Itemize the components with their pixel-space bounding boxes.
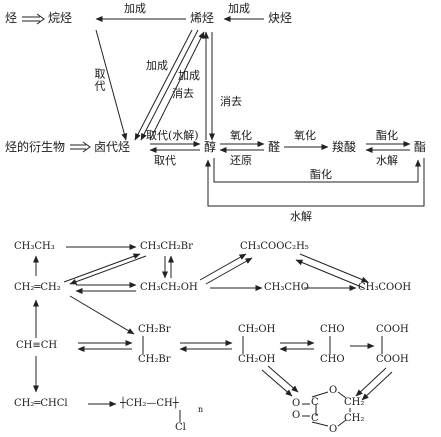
formula-oxalic-top: COOH — [376, 324, 409, 335]
formula-glycol-bottom: CH₂OH — [238, 354, 276, 365]
node-alkyne: 炔烃 — [268, 11, 293, 25]
label-elimination-diag: 消去 — [172, 87, 194, 100]
label-oxidation-aldehyde: 氧化 — [294, 129, 316, 142]
ring-ch2-top: CH₂ — [344, 397, 365, 408]
label-addition-diag-1: 加成 — [146, 59, 168, 72]
formula-ethyl-acetate: CH₃COOC₂H₅ — [240, 241, 309, 252]
formula-pvc-n: n — [198, 405, 204, 414]
formula-pvc-cl: Cl — [175, 422, 186, 433]
node-alkene: 烯烃 — [190, 11, 215, 25]
formula-ethylene: CH₂═CH₂ — [14, 282, 61, 293]
ring-c-top: C — [311, 397, 319, 408]
label-addition-alkyne-alkene: 加成 — [228, 2, 250, 15]
loop-ester-to-alcohol — [205, 158, 425, 207]
node-derivatives: 烃的衍生物 — [5, 140, 66, 154]
arrow-haloalkane-to-alkene — [149, 31, 205, 141]
label-reduction: 还原 — [230, 154, 252, 167]
formula-acetaldehyde: CH₃CHO — [264, 282, 309, 293]
node-acid: 羧酸 — [332, 140, 357, 154]
label-esterification-top: 酯化 — [376, 129, 398, 142]
arrow-ethanol-to-ester — [199, 253, 247, 281]
formula-oxalic-bottom: COOH — [376, 354, 409, 365]
arrow-alkane-to-haloalkane — [95, 29, 128, 141]
formula-vinyl-chloride: CH₂═CHCl — [14, 398, 68, 409]
label-substitution-hydrolysis: 取代(水解) — [146, 129, 199, 142]
node-alcohol: 醇 — [204, 140, 217, 154]
node-alkane: 烷烃 — [48, 11, 73, 25]
formula-dibromo-top: CH₂Br — [138, 324, 171, 335]
cyclic-ester-ring — [311, 391, 351, 427]
label-substitution-alkane: 取代 — [93, 68, 106, 92]
loop-alcohol-to-ester — [213, 158, 421, 183]
formula-glyoxal-bottom: CHO — [320, 354, 345, 365]
ring-c-bottom: C — [311, 413, 319, 424]
ring-ch2-bottom: CH₂ — [344, 413, 365, 424]
node-ester: 酯 — [414, 140, 427, 154]
formula-ethanol: CH₃CH₂OH — [140, 282, 198, 293]
label-hydrolysis-under: 水解 — [376, 154, 398, 167]
formula-acetic-acid: CH₃COOH — [358, 282, 412, 293]
ring-o-left-top: O — [292, 398, 301, 409]
ring-o-bottom: O — [329, 424, 338, 435]
formula-pvc-chain: ┼CH₂—CH┼ — [120, 398, 179, 409]
formula-acetylene: CH≡CH — [16, 340, 58, 351]
arrow-alkene-to-haloalkane — [134, 29, 193, 141]
formula-glyoxal-top: CHO — [320, 324, 345, 335]
node-aldehyde: 醛 — [268, 140, 281, 154]
arrow-ester-to-acid — [299, 253, 369, 283]
arrow-oxalic-to-cyclic-ester — [355, 367, 387, 397]
label-oxidation-alcohol: 氧化 — [230, 129, 252, 142]
label-addition-alkene-alkane: 加成 — [124, 2, 146, 15]
arrow-bromoethane-to-ethylene — [69, 255, 147, 285]
node-haloalkane: 卤代烃 — [94, 140, 131, 154]
label-elimination-right: 消去 — [220, 95, 242, 108]
label-substitution-under: 取代 — [154, 154, 176, 167]
ring-o-left-bottom: O — [292, 410, 301, 421]
label-addition-diag-2: 加成 — [178, 69, 200, 82]
formula-ethane: CH₃CH₃ — [14, 241, 55, 252]
formula-glycol-top: CH₂OH — [238, 324, 276, 335]
ring-o-top: O — [329, 385, 338, 396]
label-esterification-loop: 酯化 — [310, 168, 332, 181]
arrow-ethylene-to-dibromo — [69, 295, 135, 335]
node-hydrocarbon: 烃 — [5, 11, 18, 25]
formula-dibromo-bottom: CH₂Br — [138, 354, 171, 365]
formula-bromoethane: CH₃CH₂Br — [140, 241, 193, 252]
arrow-glycol-to-cyclic-ester — [261, 369, 293, 397]
arrow-acid-to-ester — [295, 259, 365, 289]
arrow-ethylene-to-bromoethane — [63, 253, 141, 283]
label-hydrolysis-loop: 水解 — [290, 210, 312, 223]
